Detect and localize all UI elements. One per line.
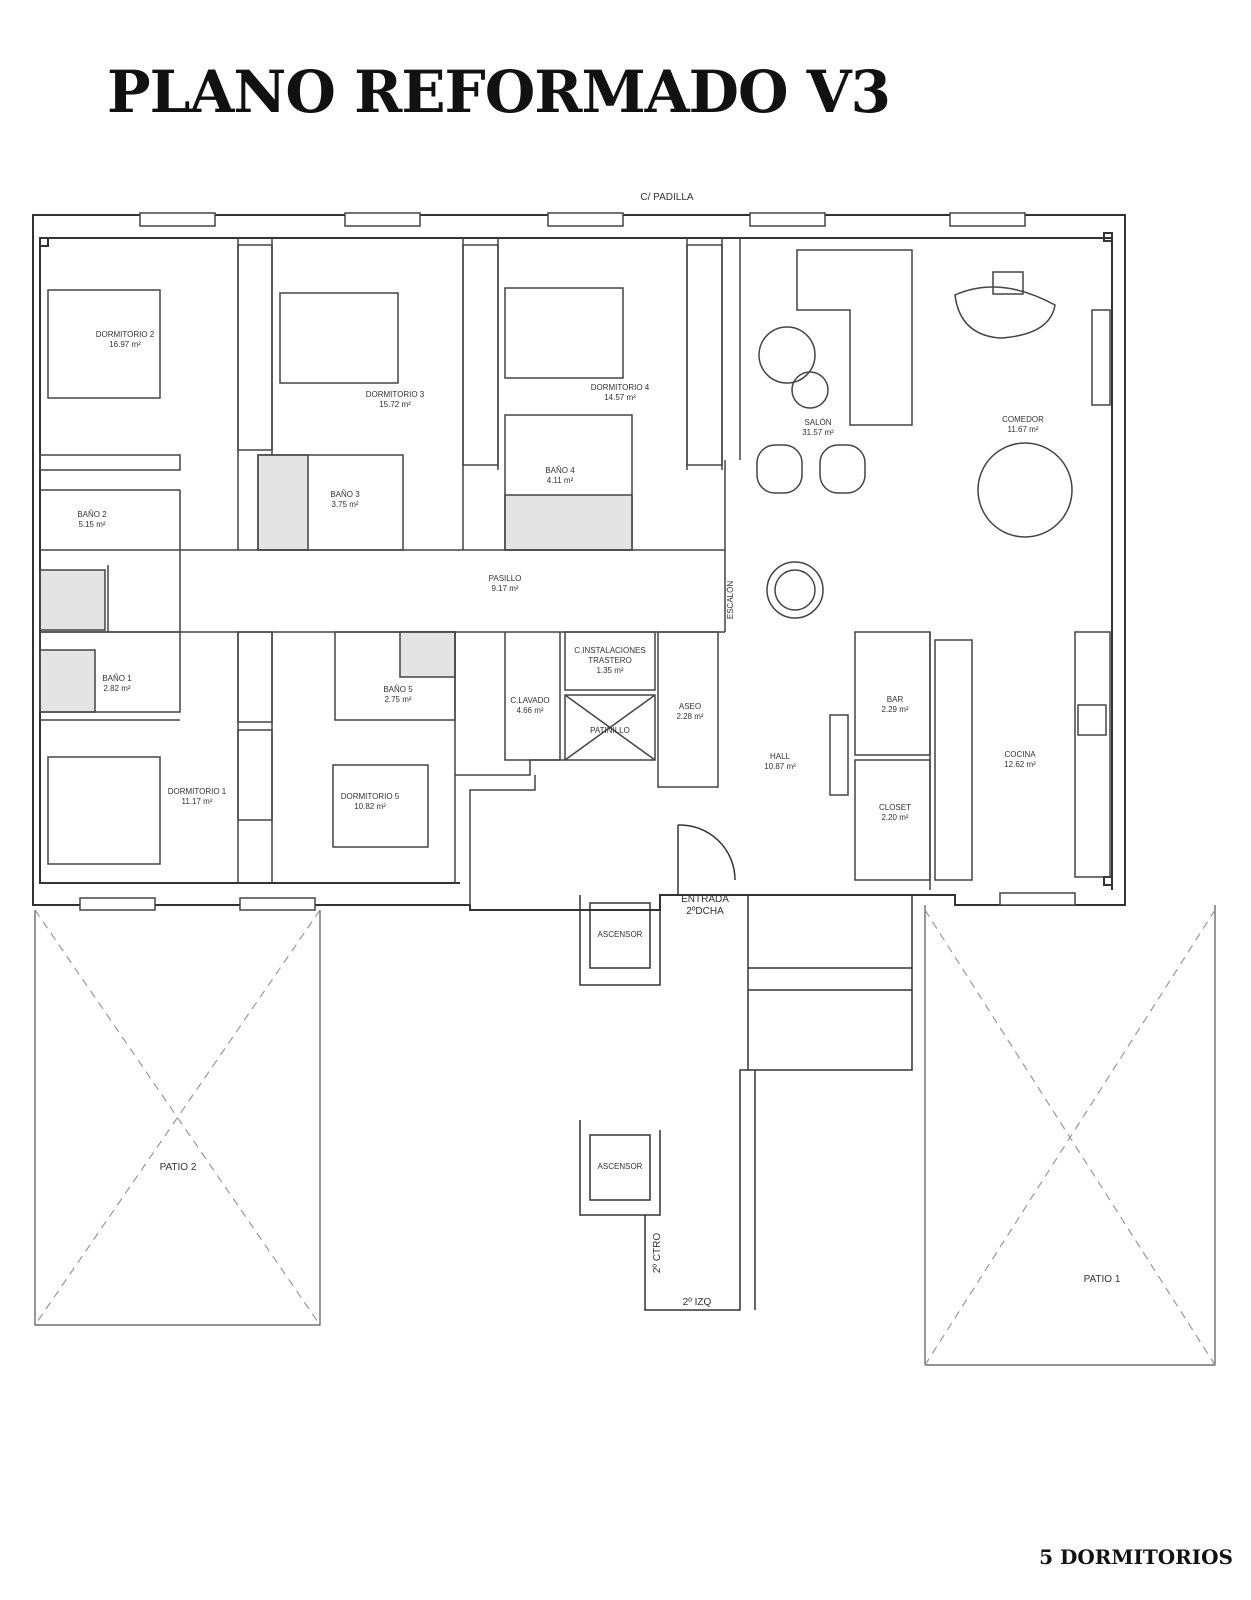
label-patio2: PATIO 2 bbox=[160, 1162, 197, 1173]
room-dormitorio2-name: DORMITORIO 2 bbox=[96, 330, 155, 339]
patios bbox=[34, 905, 1216, 1366]
interior-walls bbox=[39, 238, 1111, 905]
room-aseo-name: ASEO bbox=[679, 702, 701, 711]
room-bano3-area: 3.75 m² bbox=[331, 500, 358, 509]
room-dormitorio5-name: DORMITORIO 5 bbox=[341, 792, 400, 801]
room-cinstalaciones-area: 1.35 m² bbox=[596, 666, 623, 675]
label-ascensor-2: ASCENSOR bbox=[598, 1162, 643, 1171]
room-bano1-name: BAÑO 1 bbox=[102, 674, 132, 683]
room-pasillo-area: 9.17 m² bbox=[491, 584, 518, 593]
room-comedor-name: COMEDOR bbox=[1002, 415, 1044, 424]
outer-walls bbox=[32, 214, 1126, 911]
street-label: C/ PADILLA bbox=[640, 192, 693, 203]
room-bano3-name: BAÑO 3 bbox=[330, 490, 360, 499]
room-cocina-area: 12.62 m² bbox=[1004, 760, 1036, 769]
room-clavado-name: C.LAVADO bbox=[510, 696, 549, 705]
room-bano4-area: 4.11 m² bbox=[547, 476, 574, 485]
room-patinillo-name: PATINILLO bbox=[590, 726, 630, 735]
room-closet-area: 2.20 m² bbox=[881, 813, 908, 822]
room-bar-area: 2.29 m² bbox=[881, 705, 908, 714]
label-escalon: ESCALÓN bbox=[726, 581, 735, 619]
label-izq: 2º IZQ bbox=[683, 1297, 712, 1308]
room-hall-name: HALL bbox=[770, 752, 791, 761]
label-ctro: 2º CTRO bbox=[652, 1233, 663, 1274]
room-dormitorio3-name: DORMITORIO 3 bbox=[366, 390, 425, 399]
page-title: PLANO REFORMADO V3 bbox=[107, 58, 891, 126]
stairs-core bbox=[579, 824, 913, 1311]
room-aseo-area: 2.28 m² bbox=[676, 712, 703, 721]
room-salon-area: 31.57 m² bbox=[802, 428, 834, 437]
room-bano5-name: BAÑO 5 bbox=[383, 685, 413, 694]
label-entrada: ENTRADA bbox=[681, 894, 729, 905]
room-cinstalaciones-name: C.INSTALACIONES bbox=[574, 646, 645, 655]
bedroom-count: 5 DORMITORIOS bbox=[1039, 1545, 1233, 1569]
room-dormitorio4-area: 14.57 m² bbox=[604, 393, 636, 402]
room-dormitorio4-name: DORMITORIO 4 bbox=[591, 383, 650, 392]
room-bano5-area: 2.75 m² bbox=[384, 695, 411, 704]
room-bano2-area: 5.15 m² bbox=[78, 520, 105, 529]
room-bano4-name: BAÑO 4 bbox=[545, 466, 575, 475]
room-dormitorio1-area: 11.17 m² bbox=[182, 797, 213, 806]
label-entrada-door: 2ºDCHA bbox=[686, 906, 724, 917]
room-cinstalaciones-sub: TRASTERO bbox=[588, 656, 632, 665]
room-cocina-name: COCINA bbox=[1004, 750, 1036, 759]
room-dormitorio3-area: 15.72 m² bbox=[379, 400, 411, 409]
street-windows bbox=[79, 212, 1076, 911]
room-bar-name: BAR bbox=[887, 695, 904, 704]
label-ascensor-1: ASCENSOR bbox=[598, 930, 643, 939]
room-hall-area: 10.87 m² bbox=[764, 762, 796, 771]
room-clavado-area: 4.66 m² bbox=[516, 706, 543, 715]
room-bano1-area: 2.82 m² bbox=[103, 684, 130, 693]
room-closet-name: CLOSET bbox=[879, 803, 911, 812]
room-dormitorio2-area: 16.97 m² bbox=[109, 340, 141, 349]
room-salon-name: SALÓN bbox=[804, 418, 831, 427]
room-dormitorio1-name: DORMITORIO 1 bbox=[168, 787, 227, 796]
beds bbox=[47, 287, 624, 865]
room-comedor-area: 11.67 m² bbox=[1008, 425, 1039, 434]
room-bano2-name: BAÑO 2 bbox=[77, 510, 107, 519]
label-patio1: PATIO 1 bbox=[1084, 1274, 1121, 1285]
room-dormitorio5-area: 10.82 m² bbox=[354, 802, 386, 811]
room-pasillo-name: PASILLO bbox=[489, 574, 522, 583]
